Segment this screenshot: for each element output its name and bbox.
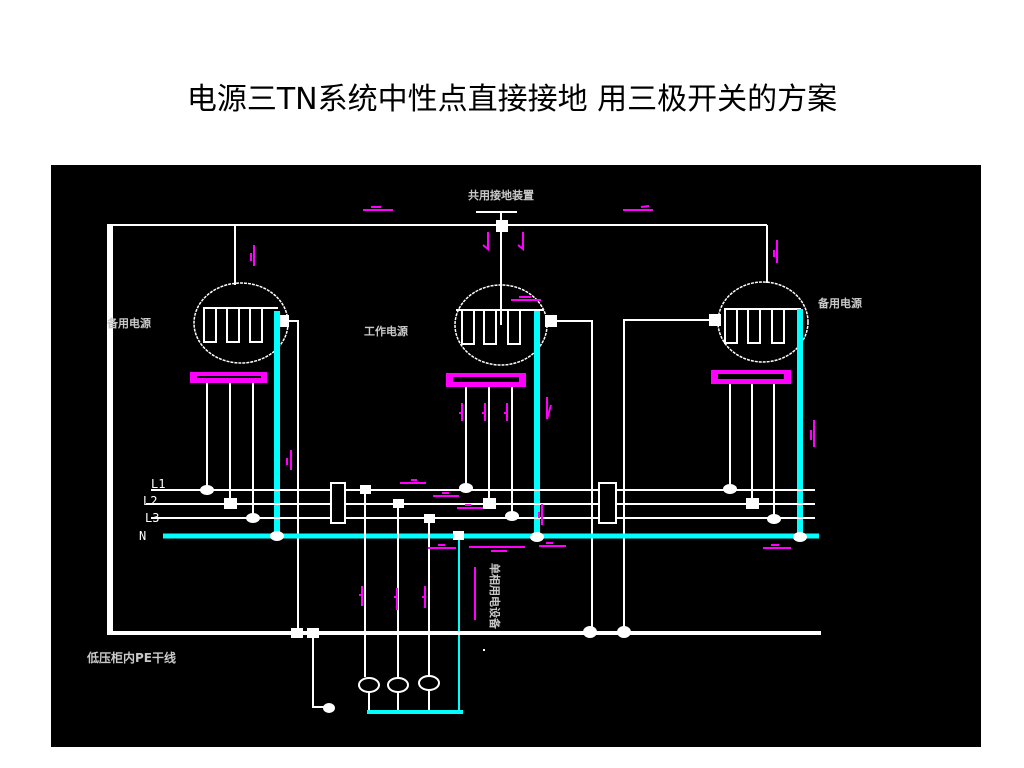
flow-arrow [810,420,815,447]
pe-frame [107,224,768,633]
winding [226,307,240,343]
transformer-backup-left: 备用电源 [106,282,299,633]
tn-system-diagram: 共用接地装置 备用电源 工作电源 [86,188,862,714]
pe-node [709,314,721,326]
flow-arrow [459,403,463,421]
load-3 [418,675,440,691]
load-2 [387,677,409,693]
bus-connection-nodes [200,483,807,542]
loads [358,675,440,711]
neutral-drops [274,309,803,535]
phase-drops [206,383,775,517]
transformer-backup-right: 备用电源 [623,281,862,633]
switch-right [598,482,617,524]
flow-arrow [482,403,486,421]
current-flow-annotations [250,205,815,610]
winding [249,307,263,343]
pe-lead [623,319,709,633]
winding [461,309,475,345]
backup-source-left-label: 备用电源 [106,316,151,330]
flow-arrow [538,504,543,525]
winding [483,309,497,345]
flow-arrow [433,492,459,497]
flow-arrow [400,479,426,484]
transformer-tank [193,282,289,364]
backup-source-right-label: 备用电源 [817,296,862,310]
pe-lead [557,320,593,633]
flow-arrow [250,245,255,266]
common-ground-label: 共用接地装置 [468,188,534,202]
flow-arrow [546,397,552,420]
pe-trunk-nodes [291,626,631,638]
slide-title: 电源三TN系统中性点直接接地 用三极开关的方案 [186,82,838,117]
winding [747,308,761,344]
pe-node [545,315,557,327]
pe-ground-terminal [323,703,335,713]
flow-arrow [394,588,398,610]
transformer-tank [717,281,809,363]
winding [771,308,785,344]
pe-trunk-label: 低压柜内PE干线 [86,650,176,665]
working-source-label: 工作电源 [364,324,408,338]
transformer-working: 工作电源 [364,284,593,633]
bus-label-l2: L2 [143,494,157,508]
phase-busbars [146,489,815,519]
load-1 [358,677,380,693]
diagram-panel: 共用接地装置 备用电源 工作电源 [51,165,981,747]
ground-node [496,220,508,232]
flow-arrow [457,504,483,509]
flow-arrow [504,403,508,421]
flow-arrow [539,542,566,547]
winding [203,307,217,343]
flow-arrow [511,296,541,301]
pe-ground-lead [312,638,327,708]
bus-label-n: N [139,529,146,543]
load-drops [364,494,430,677]
flow-arrow [359,586,363,606]
flow-arrow [469,546,525,552]
stray-dot [483,649,485,651]
three-pole-switch [598,482,617,524]
flow-arrow [517,232,524,252]
switch-left [330,482,346,524]
three-pole-switch [330,482,346,524]
flow-arrow [363,206,393,211]
bus-label-l1: L1 [151,477,165,491]
flow-arrow [428,544,456,549]
single-phase-load-label: 单相用电设备 [488,563,502,630]
pe-lead [289,320,299,633]
common-ground-device: 共用接地装置 [468,188,534,285]
bus-label-l3: L3 [145,511,159,525]
flow-arrow [286,450,292,470]
flow-arrow [623,205,653,211]
flow-arrow [763,544,791,549]
winding [507,309,521,345]
winding [724,308,738,344]
flow-arrow [482,232,489,252]
flow-arrow [773,240,778,263]
flow-arrow [422,586,426,608]
